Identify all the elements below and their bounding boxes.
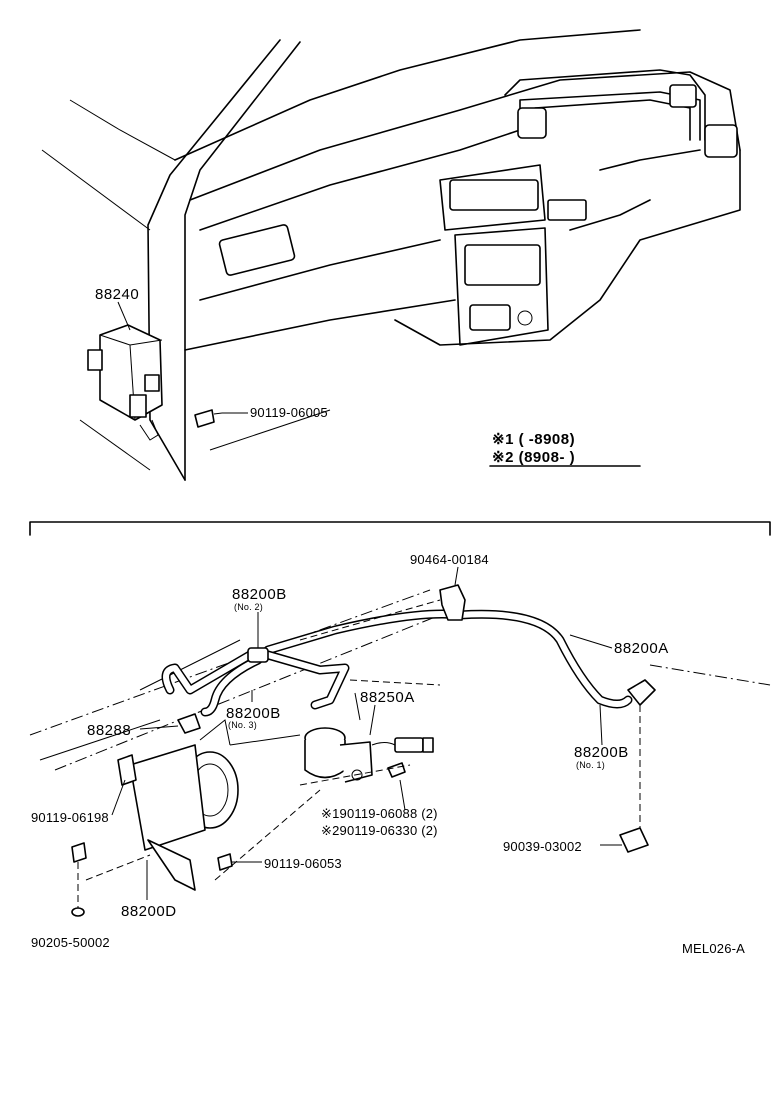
legend-text-2: (8908- ): [518, 449, 576, 466]
legend-line-1: ※1 ( -8908): [492, 432, 575, 447]
screw-mid-part-number: 90119-06053: [264, 856, 342, 871]
bolt-v1-part-number: ※190119-06088 (2): [321, 806, 438, 821]
control-computer-icon: [87, 301, 163, 441]
clamp-part-number: 90464-00184: [410, 552, 489, 567]
hose-no1-sub: (No. 1): [576, 760, 605, 770]
vacuum-check-part-number: 88288: [87, 722, 132, 739]
dashboard-outline-icon: [41, 29, 741, 481]
screw-top-part-number: 90119-06005: [250, 405, 328, 420]
cap-part-number: 90039-03002: [503, 839, 582, 854]
vacuum-check-icon: [139, 713, 201, 734]
actuator-icon: [117, 719, 301, 891]
bolt-icon: [71, 842, 151, 917]
vacuum-valve-icon: [304, 692, 434, 783]
clamp-icon: [439, 566, 466, 621]
bolt-left-part-number: 90119-06198: [31, 810, 109, 825]
diagram-code: MEL026-A: [682, 941, 746, 956]
bolt-icon: [194, 409, 248, 428]
hose-no3-part-number: 88200B: [226, 705, 281, 722]
legend-line-2: ※2 (8908- ): [492, 450, 575, 465]
hose-no2-part-number: 88200B: [232, 586, 287, 603]
computer-part-number: 88240: [95, 286, 140, 303]
vacuum-hose-icon: [161, 609, 633, 717]
bolt-v2-part-number: ※290119-06330 (2): [321, 823, 438, 838]
legend-mark-1: ※1: [492, 431, 514, 448]
legend-mark-2: ※2: [492, 449, 514, 466]
washer-part-number: 90205-50002: [31, 935, 110, 950]
hose-a-part-number: 88200A: [614, 640, 669, 657]
cap-icon: [600, 679, 656, 853]
actuator-part-number: 88200D: [121, 903, 177, 920]
hose-no2-sub: (No. 2): [234, 602, 263, 612]
valve-part-number: 88250A: [360, 689, 415, 706]
legend-text-1: ( -8908): [518, 431, 576, 448]
hose-no3-sub: (No. 3): [228, 720, 257, 730]
hose-no1-part-number: 88200B: [574, 744, 629, 761]
